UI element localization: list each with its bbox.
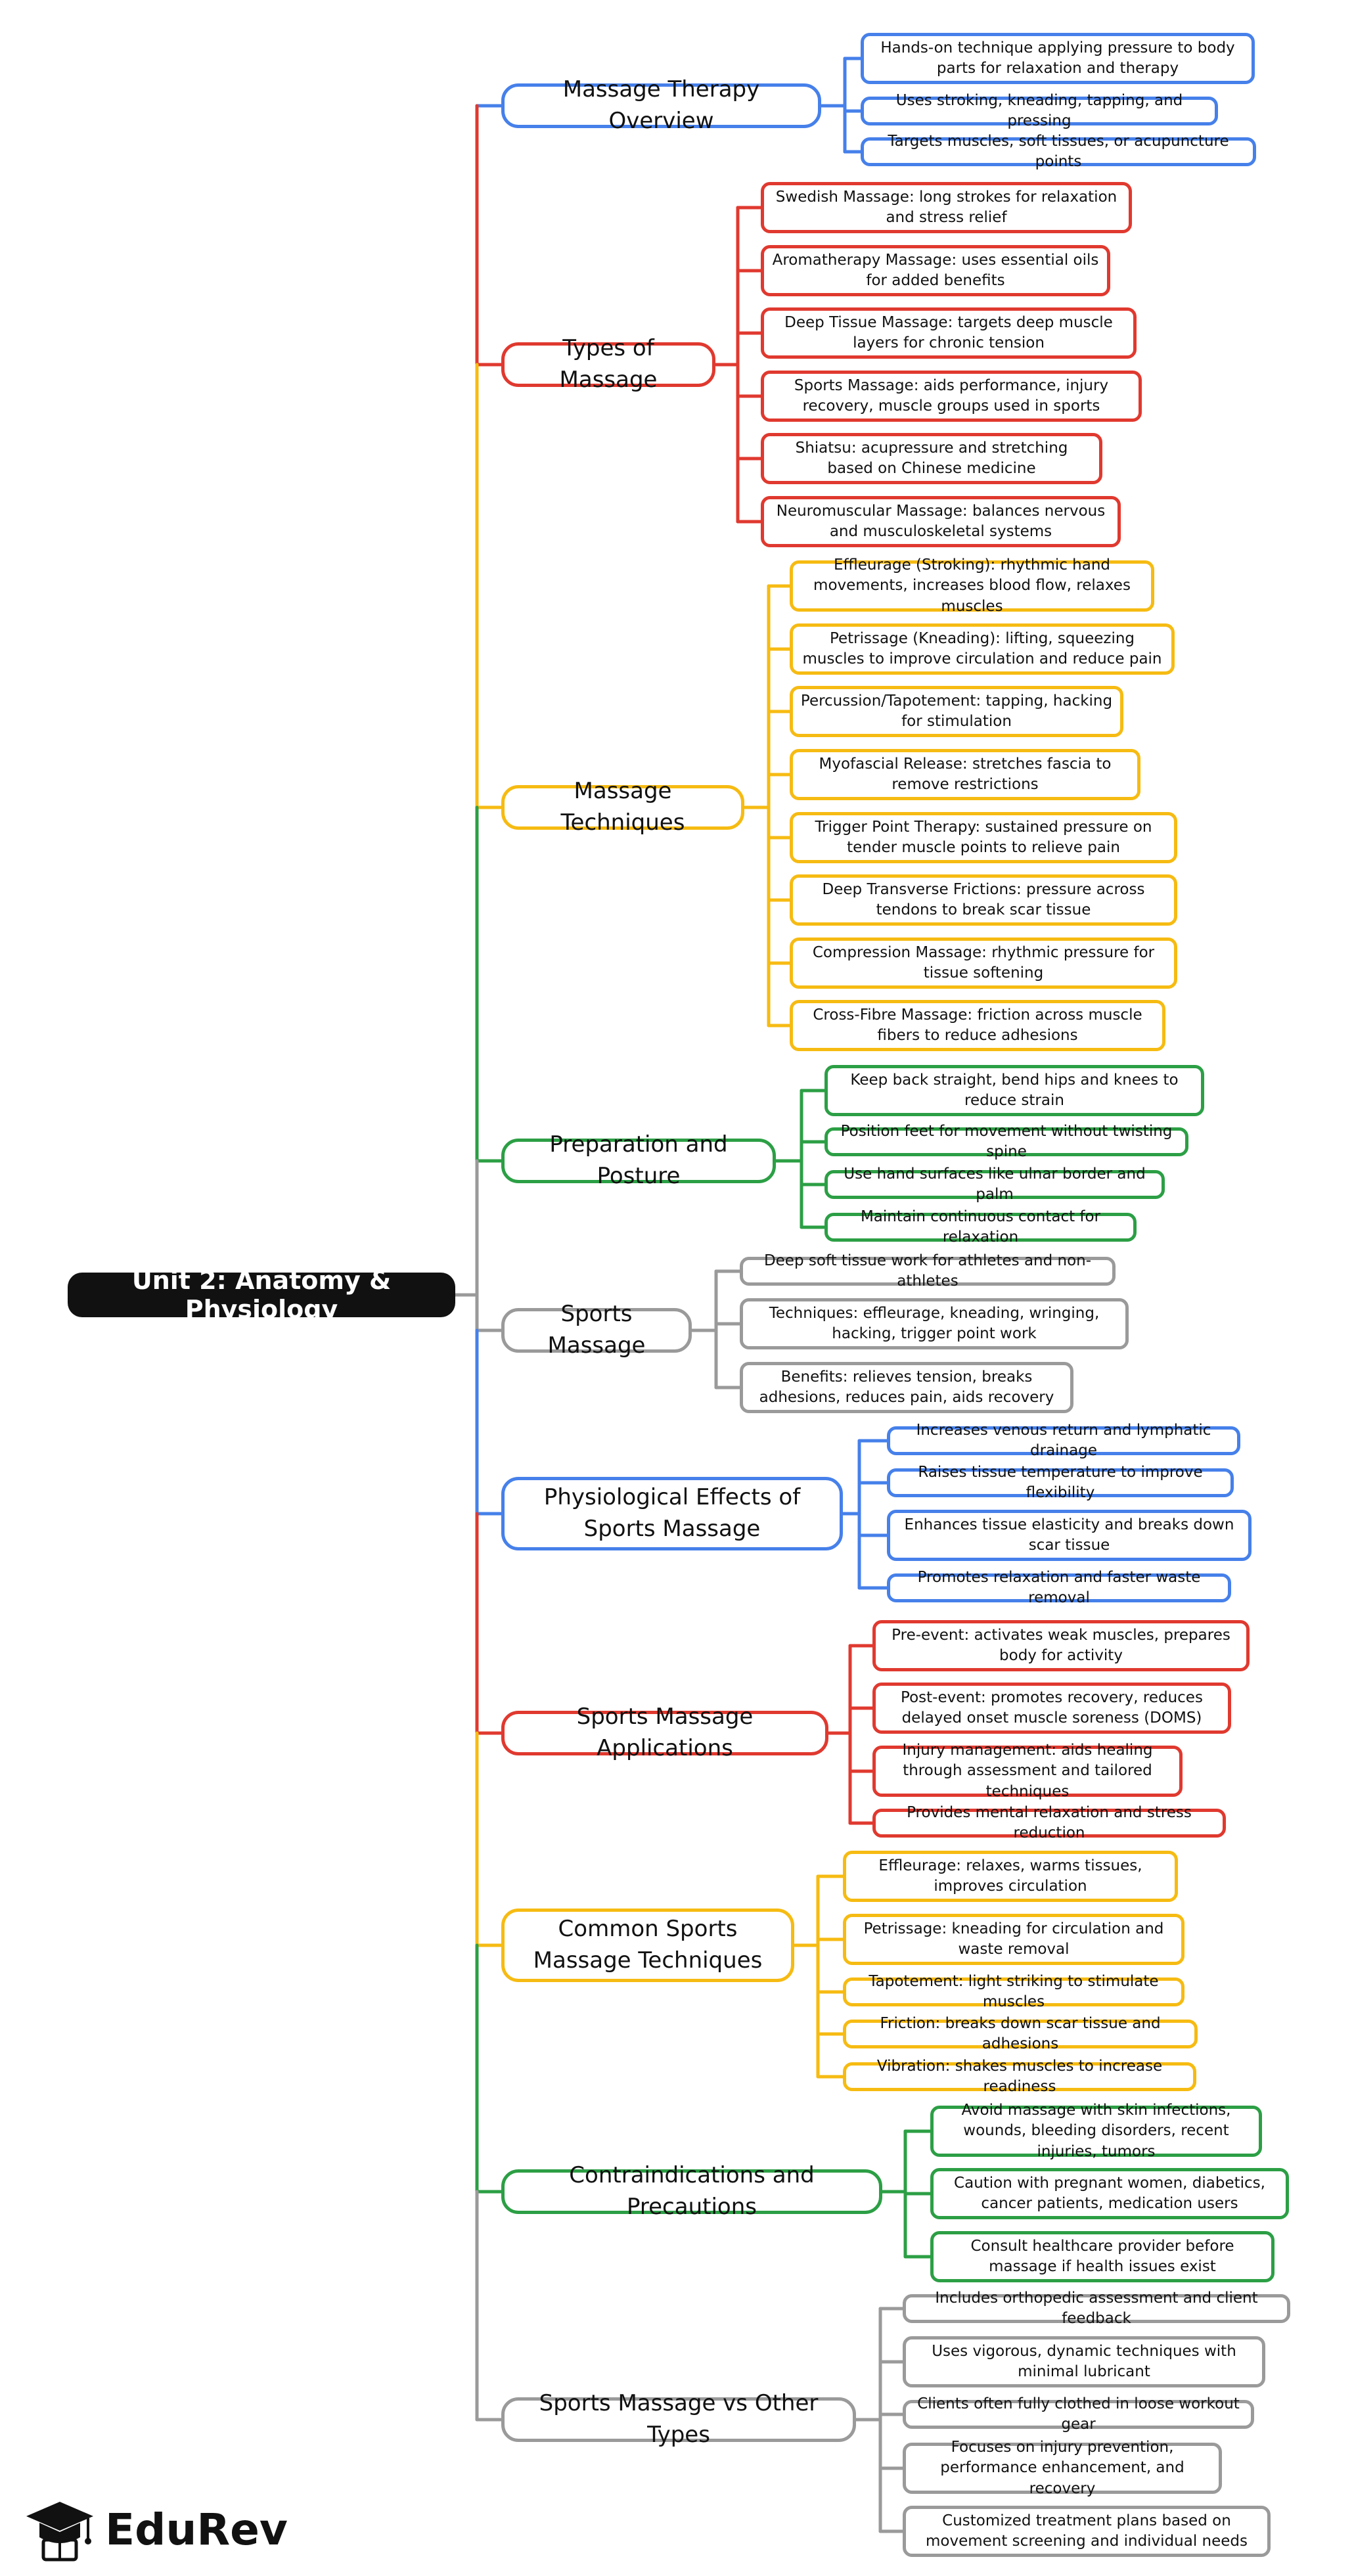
leaf-node: Consult healthcare provider before massa…: [930, 2231, 1275, 2282]
leaf-node: Neuromuscular Massage: balances nervous …: [761, 496, 1121, 547]
leaf-node: Trigger Point Therapy: sustained pressur…: [790, 812, 1177, 863]
leaf-node: Hands-on technique applying pressure to …: [861, 33, 1255, 84]
leaf-node: Avoid massage with skin infections, woun…: [930, 2102, 1262, 2160]
leaf-node: Petrissage: kneading for circulation and…: [843, 1914, 1185, 1965]
leaf-node: Clients often fully clothed in loose wor…: [903, 2395, 1254, 2433]
branch-node: Sports Massage Applications: [501, 1704, 828, 1761]
branch-node: Types of Massage: [501, 335, 715, 393]
leaf-node: Myofascial Release: stretches fascia to …: [790, 749, 1140, 800]
leaf-node: Shiatsu: acupressure and stretching base…: [761, 433, 1102, 484]
branch-node: Sports Massage: [501, 1301, 692, 1359]
leaf-node: Includes orthopedic assessment and clien…: [903, 2290, 1290, 2327]
branch-node: Physiological Effects of Sports Massage: [501, 1477, 843, 1550]
leaf-node: Provides mental relaxation and stress re…: [872, 1804, 1226, 1842]
leaf-node: Caution with pregnant women, diabetics, …: [930, 2168, 1289, 2219]
leaf-node: Uses stroking, kneading, tapping, and pr…: [861, 92, 1218, 129]
branch-node: Contraindications and Precautions: [501, 2162, 882, 2220]
root-node: Unit 2: Anatomy & Physiology: [68, 1266, 455, 1324]
leaf-node: Deep soft tissue work for athletes and n…: [740, 1252, 1116, 1290]
edurev-logo: EduRev: [24, 2497, 288, 2562]
leaf-node: Customized treatment plans based on move…: [903, 2506, 1271, 2557]
branch-node: Preparation and Posture: [501, 1131, 776, 1189]
leaf-node: Injury management: aids healing through …: [872, 1742, 1183, 1800]
leaf-node: Sports Massage: aids performance, injury…: [761, 371, 1142, 422]
leaf-node: Deep Tissue Massage: targets deep muscle…: [761, 307, 1137, 359]
leaf-node: Promotes relaxation and faster waste rem…: [887, 1569, 1231, 1606]
leaf-node: Friction: breaks down scar tissue and ad…: [843, 2015, 1198, 2052]
leaf-node: Deep Transverse Frictions: pressure acro…: [790, 874, 1177, 926]
leaf-node: Pre-event: activates weak muscles, prepa…: [872, 1620, 1250, 1671]
leaf-node: Maintain continuous contact for relaxati…: [824, 1208, 1137, 1246]
brand-name: EduRev: [105, 2504, 288, 2555]
leaf-node: Techniques: effleurage, kneading, wringi…: [740, 1298, 1129, 1349]
leaf-node: Effleurage: relaxes, warms tissues, impr…: [843, 1851, 1178, 1902]
branch-node: Common Sports Massage Techniques: [501, 1909, 794, 1982]
leaf-node: Raises tissue temperature to improve fle…: [887, 1464, 1234, 1501]
branch-node: Massage Techniques: [501, 778, 744, 836]
leaf-node: Enhances tissue elasticity and breaks do…: [887, 1510, 1252, 1561]
leaf-node: Use hand surfaces like ulnar border and …: [824, 1165, 1165, 1203]
graduation-cap-icon: [26, 2502, 93, 2562]
leaf-node: Effleurage (Stroking): rhythmic hand mov…: [790, 556, 1154, 615]
leaf-node: Aromatherapy Massage: uses essential oil…: [761, 245, 1110, 296]
branch-node: Sports Massage vs Other Types: [501, 2390, 856, 2448]
leaf-node: Position feet for movement without twist…: [824, 1123, 1188, 1160]
leaf-node: Targets muscles, soft tissues, or acupun…: [861, 133, 1256, 170]
leaf-node: Benefits: relieves tension, breaks adhes…: [740, 1362, 1073, 1413]
leaf-node: Tapotement: light striking to stimulate …: [843, 1973, 1185, 2010]
leaf-node: Vibration: shakes muscles to increase re…: [843, 2058, 1196, 2095]
leaf-node: Uses vigorous, dynamic techniques with m…: [903, 2336, 1265, 2387]
leaf-node: Petrissage (Kneading): lifting, squeezin…: [790, 623, 1175, 675]
leaf-node: Compression Massage: rhythmic pressure f…: [790, 938, 1177, 989]
leaf-node: Percussion/Tapotement: tapping, hacking …: [790, 686, 1123, 737]
leaf-node: Focuses on injury prevention, performanc…: [903, 2439, 1222, 2497]
leaf-node: Post-event: promotes recovery, reduces d…: [872, 1683, 1231, 1734]
leaf-node: Cross-Fibre Massage: friction across mus…: [790, 1000, 1165, 1051]
leaf-node: Keep back straight, bend hips and knees …: [824, 1065, 1204, 1116]
leaf-node: Swedish Massage: long strokes for relaxa…: [761, 182, 1132, 233]
leaf-node: Increases venous return and lymphatic dr…: [887, 1422, 1240, 1459]
branch-node: Massage Therapy Overview: [501, 76, 821, 134]
